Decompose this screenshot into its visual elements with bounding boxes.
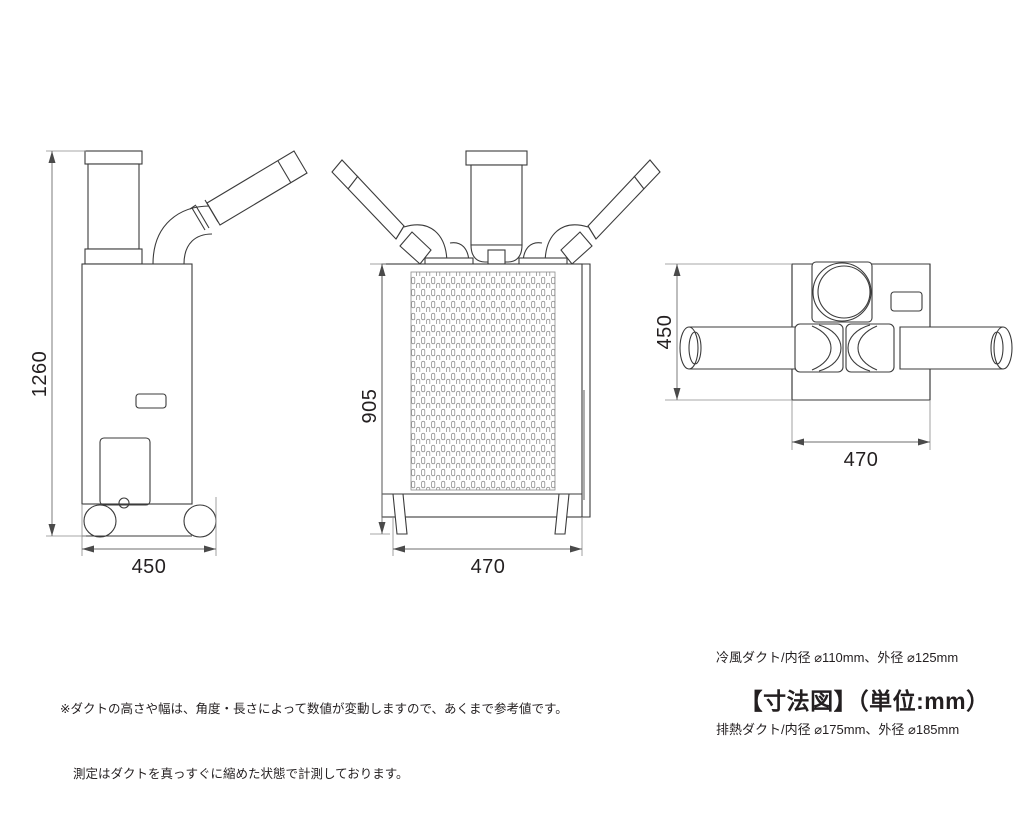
front-view-cabinet (381, 263, 591, 518)
dim-label-905: 905 (359, 389, 381, 424)
footnote-line-2: 測定はダクトを真っすぐに縮めた状態で計測しております。 (73, 767, 409, 782)
dim-top-width-470: 470 (791, 400, 931, 471)
top-view-right-duct (899, 326, 1013, 370)
spec-cold-duct: 冷風ダクト/内径 ⌀110mm、外径 ⌀125mm (716, 650, 959, 666)
top-view-left-duct (679, 326, 801, 370)
dim-side-width-450: 450 (81, 497, 217, 578)
top-view-outlet-collars (794, 323, 895, 373)
dim-front-height-905: 905 (359, 263, 390, 535)
dim-label-450-top: 450 (654, 315, 676, 350)
side-view-group: 1260 450 (29, 150, 308, 578)
dim-label-470-top: 470 (844, 449, 879, 471)
front-view-group: 905 470 (331, 150, 661, 578)
footnote-block: ※ダクトの高さや幅は、角度・長さによって数値が変動しますので、あくまで参考値です… (60, 655, 568, 830)
front-view-left-duct (331, 159, 474, 267)
top-view-group: 450 470 (654, 261, 1013, 471)
dim-side-height-1260: 1260 (29, 150, 86, 537)
dim-front-width-470: 470 (392, 517, 583, 578)
dim-top-depth-450: 450 (654, 263, 792, 401)
front-view-center-duct (465, 150, 528, 265)
dimensional-drawing-canvas: 1260 450 (29, 150, 1013, 781)
top-view-panel-detail (890, 291, 923, 312)
side-view-angled-duct (152, 150, 308, 265)
drawing-unit-label: （単位:mm） (857, 688, 990, 714)
blueprint-svg: 1260 450 (29, 150, 1013, 578)
side-view-casters (83, 504, 217, 538)
footnote-line-1: ※ダクトの高さや幅は、角度・長さによって数値が変動しますので、あくまで参考値です… (60, 701, 568, 716)
top-view-exhaust-port (811, 261, 873, 323)
side-view-cabinet (81, 263, 193, 537)
dim-label-450-side: 450 (132, 556, 167, 578)
dim-label-1260: 1260 (29, 351, 51, 398)
side-view-vertical-duct (84, 150, 143, 265)
title-block: 【寸法図】（単位:mm） (712, 655, 990, 743)
front-view-legs (392, 493, 570, 535)
front-view-grille (410, 271, 556, 491)
front-view-right-duct (518, 159, 661, 267)
drawing-title: 【寸法図】 (739, 688, 858, 714)
dim-label-470-front: 470 (471, 556, 506, 578)
